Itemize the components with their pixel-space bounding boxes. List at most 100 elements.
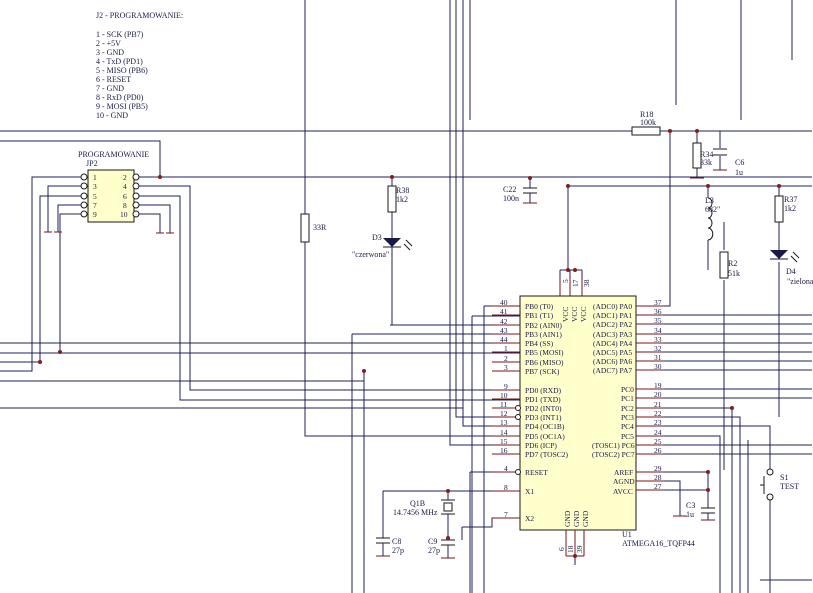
pin-number: 15 <box>500 437 508 446</box>
pin-label: PD0 (RXD) <box>525 386 562 395</box>
pin-label: PB3 (AIN1) <box>525 330 562 339</box>
pin-number: 5 <box>93 192 97 201</box>
component-value: 1k2 <box>396 195 408 204</box>
capacitor-c3: C3 1u <box>673 501 715 521</box>
crystal-q1b: Q1B 14.7456 MHz <box>393 499 455 517</box>
crystal-plates <box>441 499 455 515</box>
pin-number: 8 <box>123 201 127 210</box>
pin-number: 39 <box>575 545 584 553</box>
notes-line: 5 - MISO (PB6) <box>96 66 148 75</box>
pin-number: 16 <box>500 446 508 455</box>
pin-number: 6 <box>557 547 566 551</box>
pin-number: 11 <box>500 400 507 409</box>
capacitor-c22: C22 100n <box>503 185 537 204</box>
junction-dot <box>528 176 532 180</box>
resistor-body <box>719 251 729 279</box>
capacitor-c6: C6 1u <box>713 148 744 177</box>
junction-dots <box>38 129 781 558</box>
resistor-body <box>300 213 310 243</box>
pin-number: 20 <box>654 390 662 399</box>
pin-number: 33 <box>654 335 662 344</box>
pin-number: 17 <box>571 279 580 287</box>
mcu-u1: 5 17 38 VCC VCC VCC GND GND GND 6 18 39 … <box>492 278 695 557</box>
component-ref: D3 <box>372 233 382 242</box>
component-value: "zielona <box>787 277 813 286</box>
pin-number: 36 <box>654 307 662 316</box>
pin-number: 35 <box>654 316 662 325</box>
junction-dot <box>706 184 710 188</box>
mcu-port-c: 19 20 21 22 23 24 25 26 PC0 PC1 PC2 PC3 … <box>592 381 664 459</box>
inductor-coil <box>707 197 714 241</box>
pin-number: 12 <box>500 409 508 418</box>
component-value: 1k2 <box>784 204 796 213</box>
pin-bubble <box>80 210 88 218</box>
notes-line: 2 - +5V <box>96 39 121 48</box>
pin-number: 22 <box>654 409 662 418</box>
mcu-port-a: 37 36 35 34 33 32 31 30 (ADC0) PA0 (ADC1… <box>593 298 664 375</box>
mcu-misc-left: 4 8 7 RESET X1 X2 <box>492 464 548 523</box>
notes-line: 4 - TxD (PD1) <box>96 57 143 66</box>
component-ref: R2 <box>728 259 737 268</box>
notes-title: J2 - PROGRAMOWANIE: <box>96 11 183 20</box>
switch-contact <box>766 493 774 501</box>
pin-label: VCC <box>561 307 570 322</box>
pin-bubble <box>515 469 521 475</box>
pin-number: 19 <box>654 381 662 390</box>
capacitor-plates <box>523 187 537 194</box>
pin-number: 1 <box>93 173 97 182</box>
component-value: 14.7456 MHz <box>393 508 438 517</box>
junction-dot <box>573 268 577 272</box>
component-value: 100k <box>640 118 656 127</box>
component-value: 100n <box>503 194 519 203</box>
pin-label: PD6 (ICP) <box>525 441 557 450</box>
resistor-r34: R34 33k <box>690 142 713 179</box>
component-ref: C8 <box>392 537 401 546</box>
mcu-port-b: 40 41 42 43 44 1 2 3 PB0 (T0) PB1 (T1) P… <box>492 298 564 376</box>
inductor-l3: L3 682" <box>705 196 720 241</box>
pin-label: VCC <box>570 307 579 322</box>
component-ref: R37 <box>784 195 797 204</box>
component-value: 33k <box>700 158 712 167</box>
notes-line: 7 - GND <box>96 84 124 93</box>
pin-number: 26 <box>654 446 662 455</box>
junction-dot <box>777 184 781 188</box>
pin-number: 10 <box>500 391 508 400</box>
pin-number: 42 <box>500 317 508 326</box>
pin-label: PD4 (OC1B) <box>525 422 565 431</box>
capacitor-plates <box>701 507 715 514</box>
junction-dot <box>158 175 162 179</box>
component-value: TEST <box>780 482 799 491</box>
pin-bubble <box>132 210 140 218</box>
mcu-vcc-pins: 5 17 38 VCC VCC VCC <box>559 278 591 322</box>
capacitor-plates <box>376 537 390 544</box>
notes-line: 8 - RxD (PD0) <box>96 93 144 102</box>
pin-label: (ADC4) PA4 <box>593 339 632 348</box>
pin-number: 40 <box>500 298 508 307</box>
pin-number: 43 <box>500 326 508 335</box>
pin-label: AVCC <box>613 487 633 496</box>
pin-label: X1 <box>525 487 534 496</box>
component-value: 1u <box>686 510 694 519</box>
pin-number: 6 <box>123 192 127 201</box>
pin-number: 2 <box>504 354 508 363</box>
junction-dot <box>573 554 577 558</box>
pin-label: PB6 (MISO) <box>525 358 564 367</box>
notes-line: 1 - SCK (PB7) <box>96 30 144 39</box>
pin-label: (ADC3) PA3 <box>593 330 632 339</box>
crystal-body <box>443 502 453 512</box>
junction-dot <box>58 350 62 354</box>
junction-dot <box>362 369 366 373</box>
pin-bubble <box>80 173 88 181</box>
junction-dot <box>38 360 42 364</box>
pin-number: 23 <box>654 418 662 427</box>
pin-label: (ADC6) PA6 <box>593 357 632 366</box>
component-ref: R18 <box>640 110 653 119</box>
pin-number: 21 <box>654 400 662 409</box>
component-value: "czerwona" <box>352 250 389 259</box>
junction-dot <box>390 175 394 179</box>
pin-number: 9 <box>504 382 508 391</box>
pin-bubble <box>132 173 140 181</box>
pin-number: 7 <box>93 201 97 210</box>
switch-contact <box>766 468 774 476</box>
